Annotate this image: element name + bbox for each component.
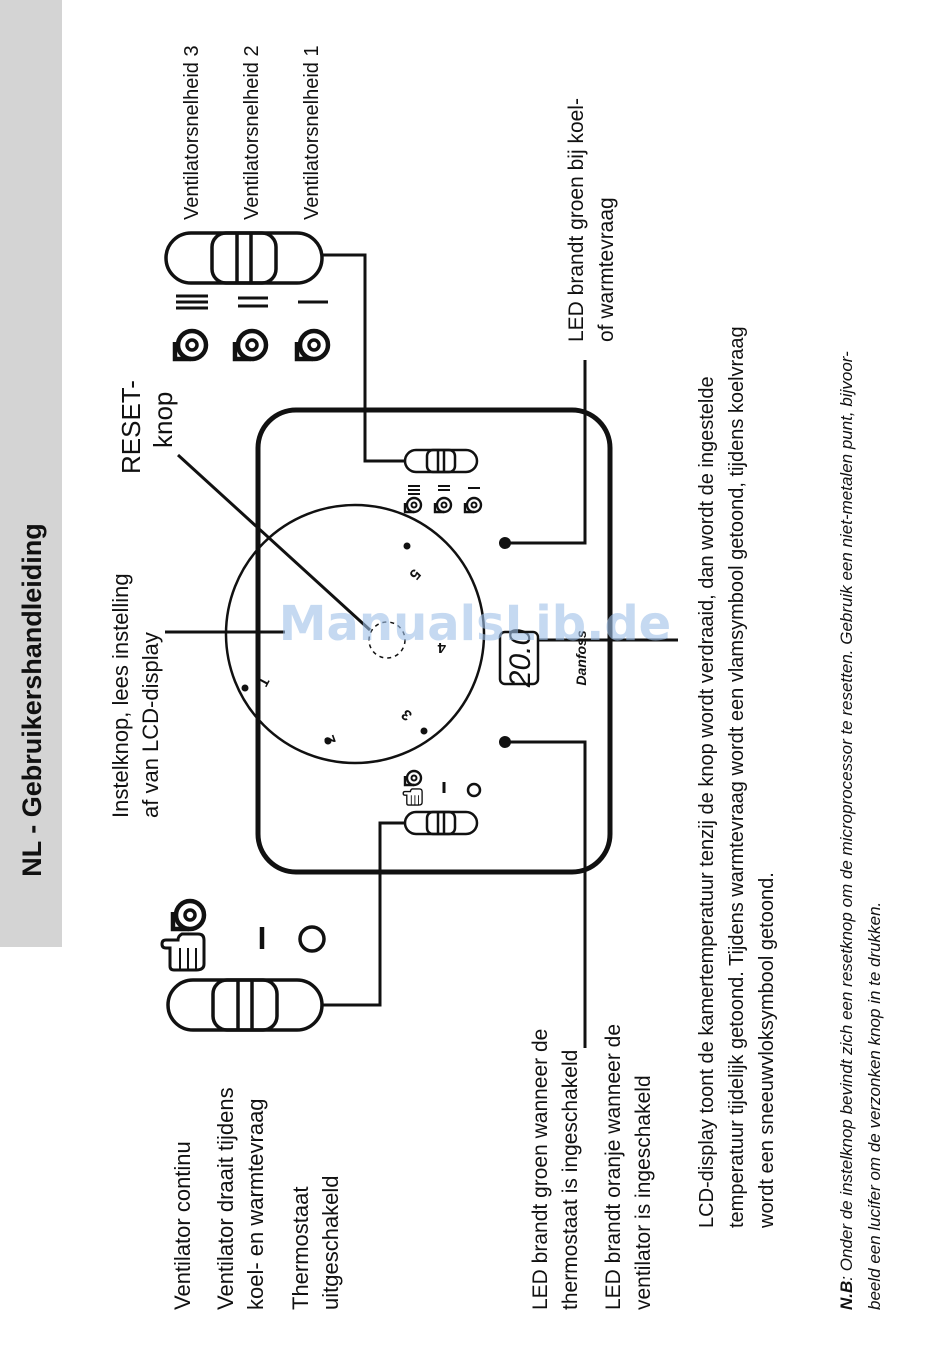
fan-icon <box>433 496 453 514</box>
mode-label-continuous: Ventilator continu <box>170 1141 195 1310</box>
reset-label-1: RESET- <box>116 380 146 474</box>
dial-dot-5 <box>403 542 411 550</box>
dial-dot-3 <box>420 727 428 735</box>
speed-2-symbol <box>238 296 268 308</box>
speed-3-label: Ventilatorsnelheid 3 <box>181 45 203 220</box>
page-title: NL - Gebruikershandleiding <box>17 523 47 877</box>
mode-switch-small[interactable] <box>403 810 479 836</box>
speed-3-symbol <box>176 294 208 310</box>
note-line-2: beeld een lucifer om de verzonken knop i… <box>865 902 884 1310</box>
mode-label-auto-2: koel- en warmtevraag <box>243 1098 268 1310</box>
note-prefix: N.B <box>837 1281 856 1310</box>
header-bar <box>0 0 62 947</box>
setknob-label-1: Instelknop, lees instelling <box>108 573 133 818</box>
led-thermostat-label-1: LED brandt groen wanneer de <box>529 1029 552 1310</box>
lcd-reading: 20.0 <box>504 628 537 688</box>
lcd-info-line-2: temperatuur tijdelijk getoond. Tijdens w… <box>726 326 748 1228</box>
mode-switch-large[interactable] <box>166 978 324 1032</box>
led-right-label-1: LED brandt groen bij koel- <box>565 98 588 342</box>
led-fan-label-2: ventilator is ingeschakeld <box>632 1075 655 1310</box>
fan-icon <box>403 769 423 787</box>
fan-speed-switch-small[interactable] <box>403 448 479 474</box>
setting-dial[interactable] <box>224 503 486 765</box>
fan-icon <box>235 331 266 359</box>
lcd-info-line-1: LCD-display toont de kamertemperatuur te… <box>696 376 718 1228</box>
mode-label-auto-1: Ventilator draait tijdens <box>213 1087 238 1310</box>
led-fan-label-1: LED brandt oranje wanneer de <box>602 1024 625 1310</box>
dial-number-4: 4 <box>437 639 446 656</box>
dial-dot-2 <box>324 737 332 745</box>
fan-icon <box>175 331 206 359</box>
led-right-label-2: of warmtevraag <box>595 197 618 342</box>
brand-logo: Danfoss <box>573 630 589 685</box>
fan-speed-switch-large[interactable] <box>164 231 324 285</box>
hand-icon <box>402 788 423 806</box>
speed-2-label: Ventilatorsnelheid 2 <box>241 45 263 220</box>
fan-icon <box>173 901 204 929</box>
reset-button[interactable] <box>368 621 406 659</box>
dial-dot-1 <box>241 684 249 692</box>
fan-icon <box>463 496 483 514</box>
note-text-1: : Onder de instelknop bevindt zich een r… <box>837 351 856 1281</box>
setknob-label-2: af van LCD-display <box>138 632 163 818</box>
mode-label-off-1: Thermostaat <box>288 1187 313 1311</box>
note-line-1: N.B: Onder de instelknop bevindt zich ee… <box>837 351 856 1310</box>
reset-label-2: knop <box>148 392 178 448</box>
lcd-display <box>498 630 540 686</box>
dial-number-5: 5 <box>406 565 424 582</box>
dial-number-3: 3 <box>398 706 415 724</box>
mode-label-off-2: uitgeschakeld <box>318 1175 343 1310</box>
hand-icon <box>160 932 206 972</box>
circle-off-icon <box>466 782 482 798</box>
circle-off-icon <box>298 925 326 953</box>
led-thermostat-label-2: thermostaat is ingeschakeld <box>559 1050 582 1310</box>
speed-1-label: Ventilatorsnelheid 1 <box>301 45 323 220</box>
callout-lines <box>165 253 678 1048</box>
lcd-info-line-3: wordt een sneeuwvloksymbool getoond. <box>756 872 778 1229</box>
fan-icon <box>403 496 423 514</box>
watermark: ManualsLib.de <box>279 596 671 652</box>
fan-icon <box>297 331 328 359</box>
dial-number-2: 2 <box>321 733 340 747</box>
